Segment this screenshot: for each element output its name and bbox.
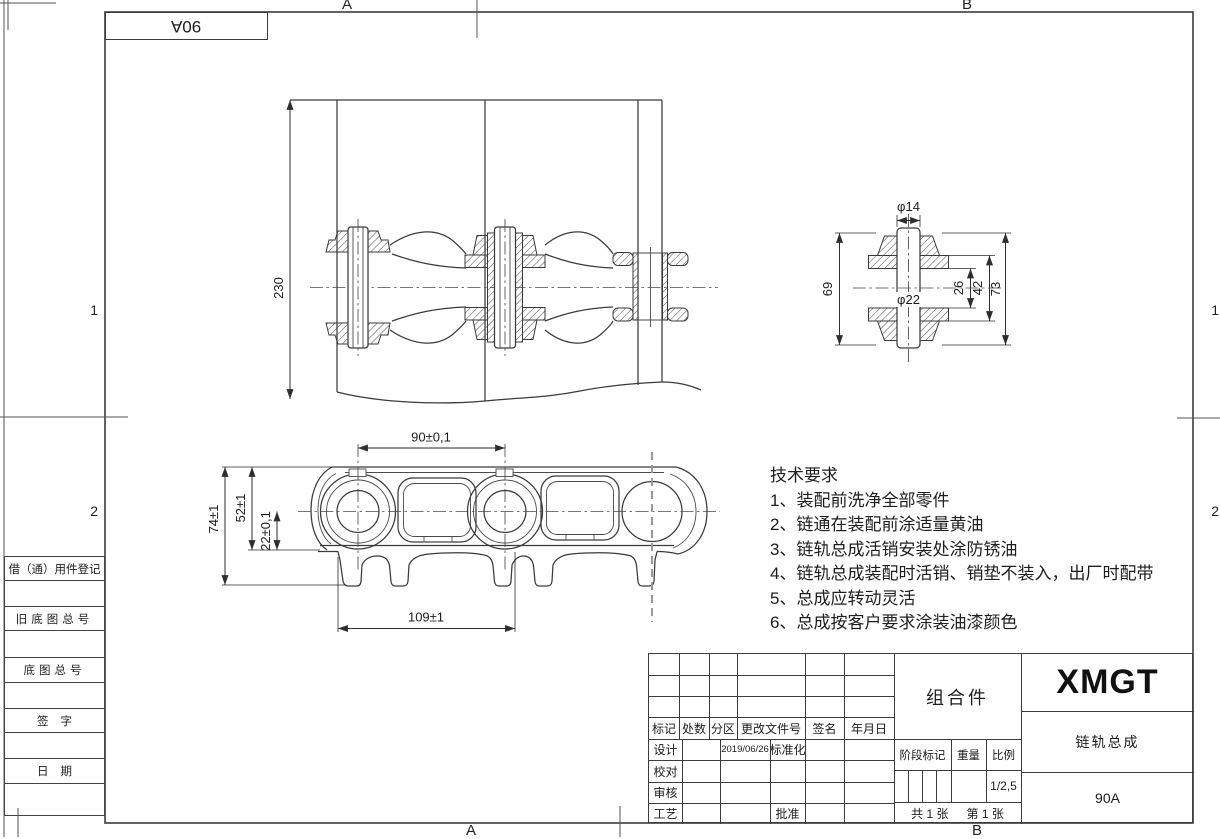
dim-text-109: 109±1 bbox=[408, 610, 444, 625]
zone-number-right-1: 1 bbox=[1211, 302, 1219, 318]
tech-requirement-item: 5、总成应转动灵活 bbox=[770, 588, 916, 608]
revision-header-doc-no: 更改文件号 bbox=[740, 721, 801, 736]
corner-part-number-box: 90A bbox=[105, 12, 268, 40]
approval-design-date: 2019/06/26 bbox=[721, 744, 769, 755]
revision-header-date: 年月日 bbox=[850, 721, 887, 736]
date-field bbox=[4, 784, 105, 816]
zone-number-right-2: 2 bbox=[1211, 503, 1219, 519]
tech-requirement-item: 3、链轨总成活销安装处涂防锈油 bbox=[770, 539, 1018, 559]
company-logo: XMGT bbox=[1056, 663, 1159, 701]
dim-text-73: 73 bbox=[988, 282, 1003, 296]
dim-text-22: 22±0,1 bbox=[258, 511, 273, 551]
revision-header-zone: 分区 bbox=[710, 721, 735, 736]
approval-check-label: 校对 bbox=[653, 764, 678, 779]
tech-requirements-title: 技术要求 bbox=[770, 466, 838, 485]
revision-header-count: 处数 bbox=[681, 721, 706, 736]
dimension-bushing-length: 69 bbox=[820, 232, 876, 346]
dimension-bushing-dia: φ22 bbox=[893, 292, 924, 307]
drawing-no-label: 底图总号 bbox=[4, 658, 105, 683]
dim-text-phi14: φ14 bbox=[897, 199, 920, 214]
approve-label: 批准 bbox=[775, 807, 800, 821]
part-type: 组合件 bbox=[926, 687, 989, 708]
revision-header-signature: 签名 bbox=[812, 721, 837, 736]
zone-number-left-1: 1 bbox=[90, 302, 98, 318]
borrow-record-label: 借（通）用件登记 bbox=[4, 556, 105, 581]
chain-link-waves-left bbox=[389, 231, 467, 344]
middle-pin-assembly bbox=[464, 219, 546, 356]
borrow-record-field bbox=[4, 581, 105, 607]
dim-text-74: 74±1 bbox=[206, 505, 221, 534]
part-number: 90A bbox=[1095, 790, 1120, 806]
dimension-rail-height: 52±1 bbox=[233, 467, 320, 551]
dim-text-69: 69 bbox=[820, 282, 835, 296]
zone-letter-bottom-a: A bbox=[465, 822, 476, 839]
old-drawing-no-field bbox=[4, 631, 105, 658]
dimension-pitch: 90±0,1 bbox=[358, 430, 505, 452]
stage-mark-label: 阶段标记 bbox=[899, 749, 946, 762]
dim-text-phi22: φ22 bbox=[897, 292, 920, 307]
right-bushing-section bbox=[612, 247, 689, 327]
corner-part-number: 90A bbox=[171, 17, 202, 36]
sheet-count: 共 1 张 第 1 张 bbox=[894, 802, 1021, 824]
dim-text-26: 26 bbox=[951, 281, 966, 295]
tech-requirement-item: 1、装配前洗净全部零件 bbox=[770, 490, 950, 510]
dimension-rail-offset: 22±0,1 bbox=[258, 511, 281, 551]
approval-audit-label: 审核 bbox=[653, 786, 678, 800]
chain-link-waves-right bbox=[544, 231, 614, 344]
revision-header-mark: 标记 bbox=[651, 721, 676, 736]
dimension-pin-dia: φ14 bbox=[896, 199, 921, 227]
zone-letter-bottom-b: B bbox=[971, 822, 982, 839]
signature-label: 签字 bbox=[4, 709, 105, 733]
top-view-drawing: 230 bbox=[271, 99, 718, 404]
dim-text-90: 90±0,1 bbox=[411, 430, 451, 445]
dim-text-42: 42 bbox=[970, 281, 985, 295]
tech-requirement-item: 2、链通在装配前涂适量黄油 bbox=[770, 515, 984, 534]
signature-field bbox=[4, 733, 105, 759]
left-pin-assembly bbox=[325, 219, 391, 356]
pin-detail-drawing: φ14 69 φ22 26 42 73 bbox=[820, 199, 1011, 362]
scale-value: 1/2,5 bbox=[990, 779, 1017, 793]
dimension-shoe-width: 230 bbox=[271, 100, 294, 399]
dim-text-52: 52±1 bbox=[233, 494, 248, 523]
tech-requirement-item: 4、链轨总成装配时活销、销垫不装入，出厂时配带 bbox=[770, 564, 1154, 583]
link-window-1 bbox=[397, 477, 477, 543]
sheet-number: 第 1 张 bbox=[966, 806, 1004, 821]
approval-process-label: 工艺 bbox=[653, 807, 678, 821]
date-label: 日期 bbox=[4, 759, 105, 784]
dimension-inner-length: 26 bbox=[941, 268, 976, 309]
link-window-2 bbox=[540, 475, 620, 541]
old-drawing-no-label: 旧底图总号 bbox=[4, 607, 105, 631]
dimension-outer-length: 73 bbox=[942, 232, 1011, 346]
zone-letter-top-a: A bbox=[341, 0, 352, 13]
part-name: 链轨总成 bbox=[1075, 733, 1140, 750]
title-block: 标记 处数 分区 更改文件号 签名 年月日 设计 2019/06/26 标准化 … bbox=[648, 653, 1194, 824]
drawing-no-field bbox=[4, 683, 105, 709]
tech-requirement-item: 6、总成按客户要求涂装油漆颜色 bbox=[770, 613, 1018, 632]
dim-text-230: 230 bbox=[271, 277, 286, 299]
dimension-mid-length: 42 bbox=[949, 255, 995, 322]
total-sheets: 共 1 张 bbox=[911, 806, 949, 821]
scale-label: 比例 bbox=[992, 749, 1015, 762]
technical-requirements: 技术要求 1、装配前洗净全部零件 2、链通在装配前涂适量黄油 3、链轨总成活销安… bbox=[770, 464, 1182, 636]
standardization-label: 标准化 bbox=[769, 743, 806, 757]
approval-design-label: 设计 bbox=[653, 743, 678, 757]
zone-letter-top-b: B bbox=[961, 0, 972, 13]
link-profile-drawing: 90±0,1 74±1 52±1 22±0,1 109±1 bbox=[206, 430, 720, 633]
margin-label-stack: 借（通）用件登记 旧底图总号 底图总号 签字 日期 bbox=[4, 556, 105, 816]
zone-number-left-2: 2 bbox=[90, 503, 98, 519]
dimension-base-length: 109±1 bbox=[337, 552, 516, 633]
dimension-link-height: 74±1 bbox=[206, 466, 346, 586]
weight-label: 重量 bbox=[957, 749, 980, 762]
